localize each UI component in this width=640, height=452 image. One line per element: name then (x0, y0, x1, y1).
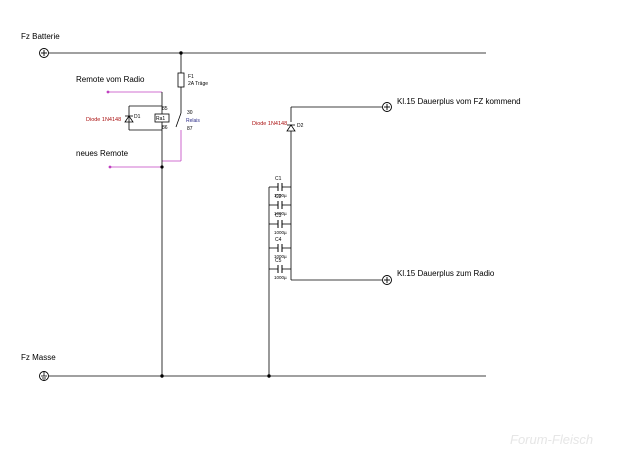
battery-label: Fz Batterie (21, 32, 60, 41)
relay-pin-87: 87 (187, 126, 193, 132)
fuse-f1: F1 2A Träge (177, 53, 208, 106)
capacitor-value: 1000µ (274, 211, 287, 216)
diode-d1-value: Diode 1N4148 (86, 117, 121, 123)
capacitor-ref: C1 (275, 176, 282, 182)
kl15-radio-label: Kl.15 Dauerplus zum Radio (397, 269, 495, 278)
relay-pin-85: 85 (162, 106, 168, 112)
diode-d2-icon (286, 124, 296, 132)
remote-input: Remote vom Radio (76, 75, 163, 114)
diode-d1-icon (124, 115, 134, 123)
fuse-icon (177, 72, 185, 88)
relay-name: Relais (186, 118, 200, 124)
ground-symbol-icon[interactable] (39, 371, 49, 381)
relay-ref: Ra1 (156, 116, 165, 122)
watermark: Forum-Fleisch (510, 432, 593, 447)
kl15-input: Kl.15 Dauerplus vom FZ kommend Diode 1N4… (252, 97, 521, 280)
capacitor-c4: C4 1000µ (269, 237, 291, 259)
kl15-output: Kl.15 Dauerplus zum Radio (291, 269, 495, 285)
new-remote-label: neues Remote (76, 149, 129, 158)
ground-label: Fz Masse (21, 353, 56, 362)
kl15-in-label: Kl.15 Dauerplus vom FZ kommend (397, 97, 521, 106)
diode-d2-ref: D2 (297, 123, 304, 129)
capacitor-value: 1000µ (274, 275, 287, 280)
ground-rail: Fz Masse (21, 353, 486, 381)
relay-coil: 85 Ra1 86 Diode 1N4148 D1 (86, 105, 170, 376)
diode-d2-value: Diode 1N4148 (252, 121, 287, 127)
capacitor-ref: C4 (275, 237, 282, 243)
diode-d1-ref: D1 (134, 114, 141, 120)
capacitor-c1: C1 1000µ (269, 176, 291, 198)
kl15-in-terminal-icon[interactable] (382, 102, 392, 112)
junction-dot (160, 165, 164, 169)
capacitor-c3: C3 1000µ (269, 213, 291, 235)
relay-pin-86: 86 (162, 125, 168, 131)
relay-contact: 30 Relais 87 (162, 106, 200, 162)
capacitor-bank: C1 1000µ C2 1000µ C3 1000µ C4 1000µ (268, 176, 291, 376)
capacitor-ref: C3 (275, 213, 282, 219)
capacitor-ref: C5 (275, 258, 282, 264)
capacitor-value: 1000µ (274, 193, 287, 198)
new-remote: neues Remote (76, 149, 164, 169)
kl15-radio-terminal-icon[interactable] (382, 275, 392, 285)
capacitor-c2: C2 1000µ (269, 194, 291, 216)
remote-from-radio-label: Remote vom Radio (76, 75, 145, 84)
switch-contact-icon (175, 112, 182, 128)
capacitor-value: 1000µ (274, 230, 287, 235)
capacitor-value: 1000µ (274, 254, 287, 259)
fuse-value: 2A Träge (188, 81, 208, 87)
capacitor-ref: C2 (275, 194, 282, 200)
fuse-ref: F1 (188, 74, 194, 80)
capacitor-c5: C5 1000µ (269, 258, 291, 280)
relay-pin-30: 30 (187, 110, 193, 116)
battery-terminal-icon[interactable] (39, 48, 49, 58)
battery-rail: Fz Batterie (21, 32, 486, 58)
